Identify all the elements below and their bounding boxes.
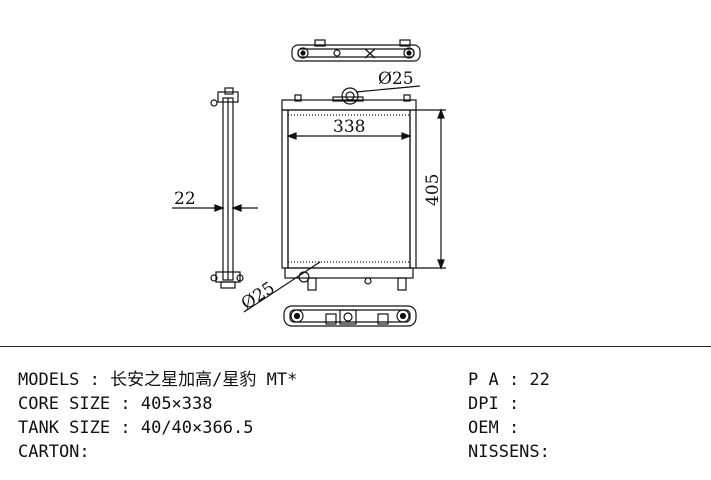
dimension-label-diameter-top: Ø25 (378, 69, 414, 89)
spec-tank-size: TANK SIZE : 40/40×366.5 (18, 418, 254, 438)
spec-dpi: DPI : (468, 394, 520, 414)
spec-value: 长安之星加高/星豹 MT* (110, 370, 298, 390)
side-view (210, 87, 244, 289)
bottom-tank-view (283, 305, 417, 327)
spec-oem: OEM : (468, 418, 520, 438)
spec-list-right: P A : 22 DPI : OEM : NISSENS: (468, 368, 698, 464)
spec-core-size: CORE SIZE : 405×338 (18, 394, 213, 414)
dimension-lines (172, 85, 446, 313)
spec-label: CORE SIZE (18, 394, 111, 414)
dimension-label-thickness: 22 (174, 189, 196, 209)
spec-carton: CARTON: (18, 442, 90, 462)
dimension-label-diameter-bottom: Ø25 (238, 278, 279, 314)
spec-label: OEM (468, 418, 499, 438)
spec-nissens: NISSENS: (468, 442, 550, 462)
spec-label: TANK SIZE (18, 418, 111, 438)
dimension-label-width: 338 (333, 117, 365, 137)
spec-value: 22 (529, 370, 550, 390)
spec-value: 40/40×366.5 (140, 418, 254, 438)
spec-label: P A (468, 370, 499, 390)
radiator-technical-drawing: Ø25 338 405 22 Ø25 (172, 39, 446, 327)
spec-label: NISSENS (468, 442, 540, 462)
dimension-label-height: 405 (423, 174, 443, 206)
radiator-front-view (281, 87, 417, 291)
spec-pa: P A : 22 (468, 370, 550, 390)
spec-label: MODELS (18, 370, 80, 390)
top-tank-view (291, 39, 421, 62)
spec-list-left: MODELS : 长安之星加高/星豹 MT* CORE SIZE : 405×3… (18, 368, 438, 464)
spec-label: DPI (468, 394, 499, 414)
spec-models: MODELS : 长安之星加高/星豹 MT* (18, 370, 298, 390)
section-divider (0, 346, 711, 347)
spec-value: 405×338 (140, 394, 213, 414)
spec-label: CARTON (18, 442, 80, 462)
